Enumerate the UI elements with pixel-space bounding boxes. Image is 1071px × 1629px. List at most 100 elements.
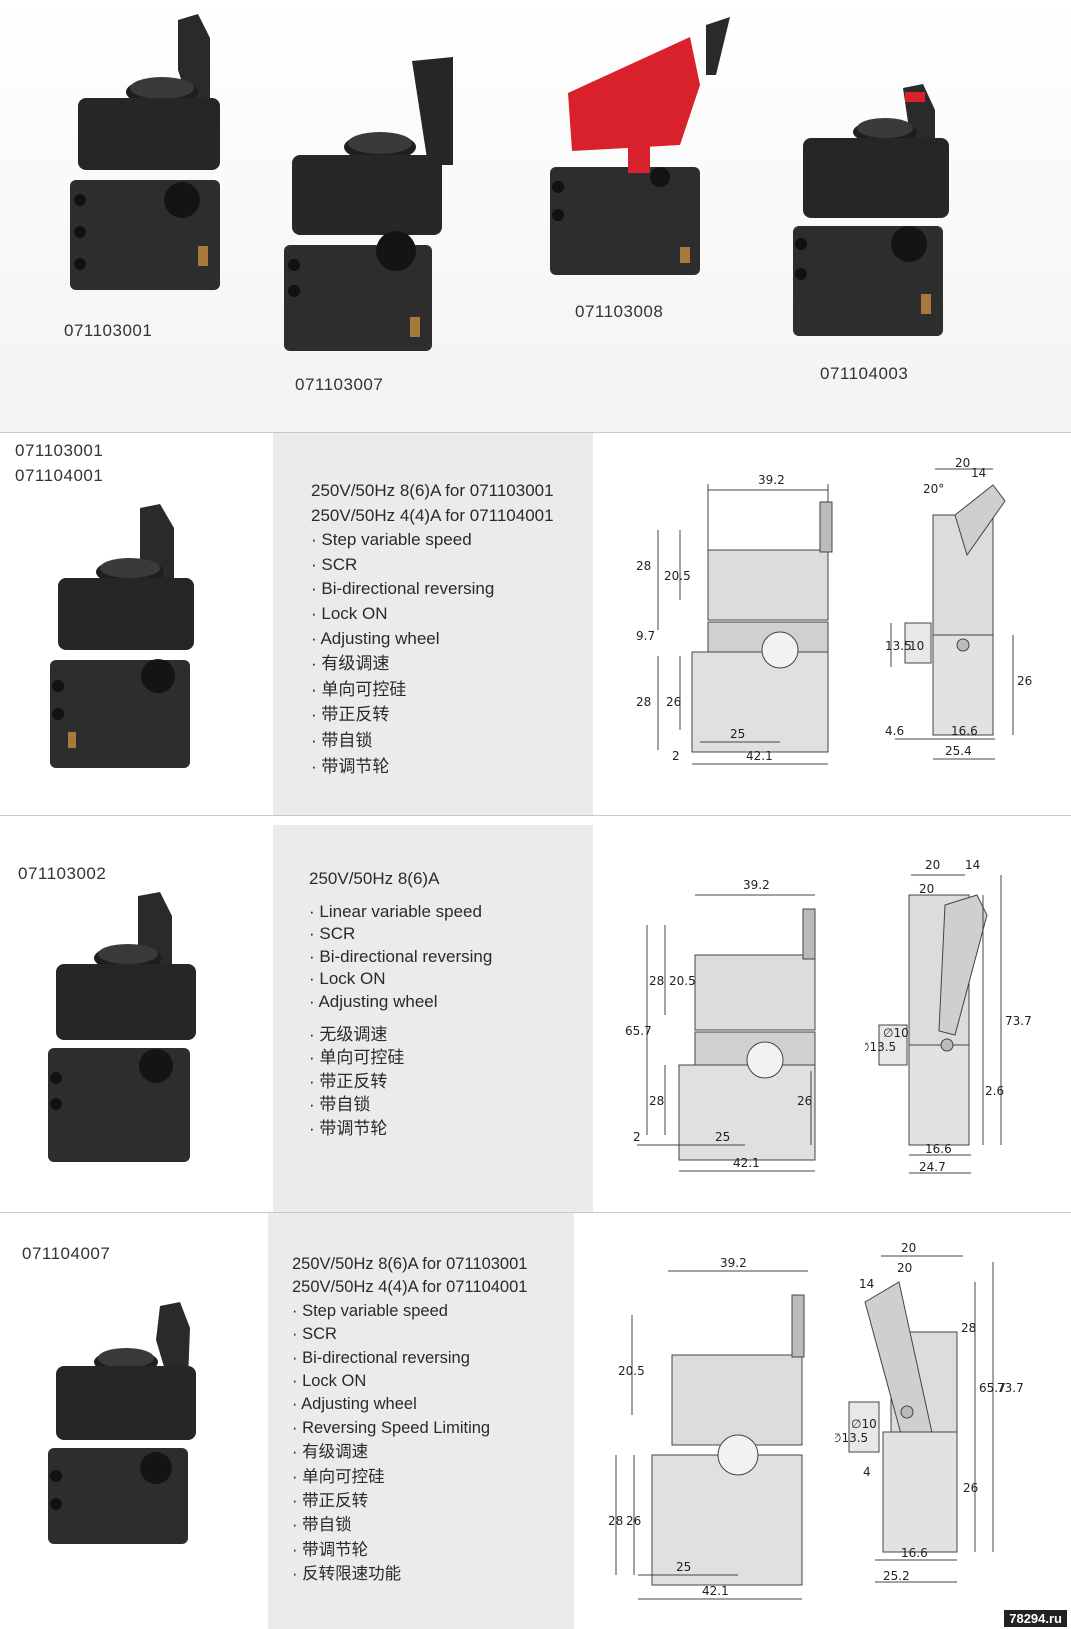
spec-list: 250V/50Hz 8(6)A for 071103001 250V/50Hz … (292, 1253, 527, 1587)
dim-label: 16.6 (951, 724, 978, 738)
section-code: 071104007 (22, 1244, 111, 1263)
divider (0, 432, 1071, 433)
spec-line: · 带调节轮 (292, 1540, 369, 1559)
dim-label: 28 (649, 974, 664, 988)
dim-label: 4.6 (885, 724, 904, 738)
side-view-drawing: 20 20 14 ∅13.5 ∅10 28 65.7 73.7 26 4 16.… (835, 1242, 1024, 1583)
switch-image (48, 1302, 196, 1544)
switch-image-071103007 (284, 57, 453, 351)
spec-line: 250V/50Hz 4(4)A for 071104001 (311, 505, 554, 525)
switch-image-071103001 (70, 14, 220, 290)
spec-line: · Adjusting wheel (309, 991, 438, 1011)
dim-label: ∅13.5 (865, 1040, 896, 1054)
dim-label: 20° (923, 482, 944, 496)
red-trigger (568, 37, 700, 151)
spec-line: · Reversing Speed Limiting (292, 1418, 491, 1437)
dim-label: 2 (672, 749, 680, 763)
dim-label: 39.2 (758, 473, 785, 487)
spec-line: · Adjusting wheel (292, 1395, 417, 1414)
switch-image-071103008 (550, 17, 730, 275)
switch-image (50, 504, 194, 768)
spec-line: · SCR (311, 554, 358, 574)
dim-label: 26 (797, 1094, 812, 1108)
dim-label: ∅13.5 (835, 1431, 868, 1445)
spec-line: 250V/50Hz 4(4)A for 071104001 (292, 1278, 528, 1297)
dim-label: 9.7 (636, 629, 655, 643)
spec-line: 250V/50Hz 8(6)A for 071103001 (292, 1255, 528, 1273)
spec-line: · 单向可控硅 (309, 1048, 405, 1068)
dim-label: 26 (963, 1481, 978, 1495)
dim-label: 25.4 (945, 744, 972, 758)
spec-line: 250V/50Hz 8(6)A (309, 869, 440, 888)
dim-label: 20 (901, 1242, 916, 1255)
dim-label: 39.2 (720, 1256, 747, 1270)
front-view-drawing: 39.2 65.7 28 20.5 28 26 25 42.1 2 (625, 878, 816, 1172)
dim-label: 25 (730, 727, 745, 741)
dim-label: ∅10 (851, 1417, 877, 1431)
spec-line: · Bi-directional reversing (311, 579, 495, 599)
dim-label: 28 (649, 1094, 664, 1108)
spec-line: · 带正反转 (292, 1492, 369, 1511)
spec-list: 250V/50Hz 8(6)A · Linear variable speed … (309, 868, 492, 1141)
spec-line: · Lock ON (292, 1372, 367, 1391)
spec-line: · 反转限速功能 (292, 1565, 402, 1584)
product-code: 071103008 (575, 302, 664, 321)
dim-label: 20.5 (669, 974, 696, 988)
section-code: 071104001 (15, 466, 104, 485)
dim-label: 25.2 (883, 1569, 910, 1583)
dim-label: 25 (676, 1560, 691, 1574)
dim-label: 14 (965, 858, 980, 872)
dim-label: 28 (636, 695, 651, 709)
spec-line: · 带自锁 (292, 1516, 352, 1535)
spec-line: · 有级调速 (292, 1443, 369, 1462)
spec-line: · Step variable speed (311, 530, 472, 550)
section-code: 071103001 (15, 441, 104, 460)
product-gallery: 071103001 071103007 071103008 071104003 (0, 0, 1071, 432)
spec-line: · 带正反转 (311, 705, 390, 725)
dim-label: 73.7 (997, 1381, 1024, 1395)
spec-line: · 无级调速 (309, 1024, 388, 1044)
dim-label: 20 (955, 456, 970, 470)
dim-label: 26 (666, 695, 681, 709)
dim-label: 14 (971, 466, 986, 480)
spec-line: 250V/50Hz 8(6)A for 071103001 (311, 481, 554, 500)
dim-label: 26 (1017, 674, 1032, 688)
spec-panel (273, 433, 593, 815)
dim-label: 20 (919, 882, 934, 896)
dim-label: 73.7 (1005, 1014, 1032, 1028)
dim-label: 65.7 (979, 1381, 1006, 1395)
dim-label: ∅10 (883, 1026, 909, 1040)
dim-label: 42.1 (746, 749, 773, 763)
dim-label: 26 (626, 1514, 641, 1528)
spec-line: · Bi-directional reversing (309, 946, 493, 966)
dim-label: 42.1 (702, 1584, 729, 1598)
side-view-drawing: 20 20° 14 13.5 10 26 4.6 16.6 25.4 (885, 456, 1032, 760)
spec-panel (273, 825, 593, 1213)
dim-label: 42.1 (733, 1156, 760, 1170)
spec-line: · Linear variable speed (309, 901, 482, 921)
dim-label: 16.6 (901, 1546, 928, 1560)
divider (0, 1212, 1071, 1213)
spec-line: · Bi-directional reversing (292, 1348, 470, 1367)
spec-line: · Adjusting wheel (311, 628, 440, 648)
dim-label: 20 (897, 1261, 912, 1275)
dim-label: 2 (633, 1130, 641, 1144)
dim-label: 16.6 (925, 1142, 952, 1156)
dim-label: 20.5 (618, 1364, 645, 1378)
spec-line: · 带调节轮 (311, 756, 390, 776)
product-code: 071103001 (64, 321, 153, 340)
product-code: 071103007 (295, 375, 384, 394)
dim-label: 14 (859, 1277, 874, 1291)
dim-label: 39.2 (743, 878, 770, 892)
product-code: 071104003 (820, 364, 909, 383)
spec-line: · Lock ON (311, 603, 388, 623)
dim-label: 20.5 (664, 569, 691, 583)
dim-label: 13.5 (885, 639, 912, 653)
switch-image (48, 892, 196, 1162)
switch-image-071104003 (793, 84, 949, 336)
front-view-drawing: 39.2 20.5 28 26 25 42.1 (608, 1256, 808, 1600)
spec-line: · Step variable speed (292, 1301, 448, 1320)
dim-label: 28 (608, 1514, 623, 1528)
spec-line: · 带自锁 (311, 730, 373, 750)
dim-label: 25 (715, 1130, 730, 1144)
